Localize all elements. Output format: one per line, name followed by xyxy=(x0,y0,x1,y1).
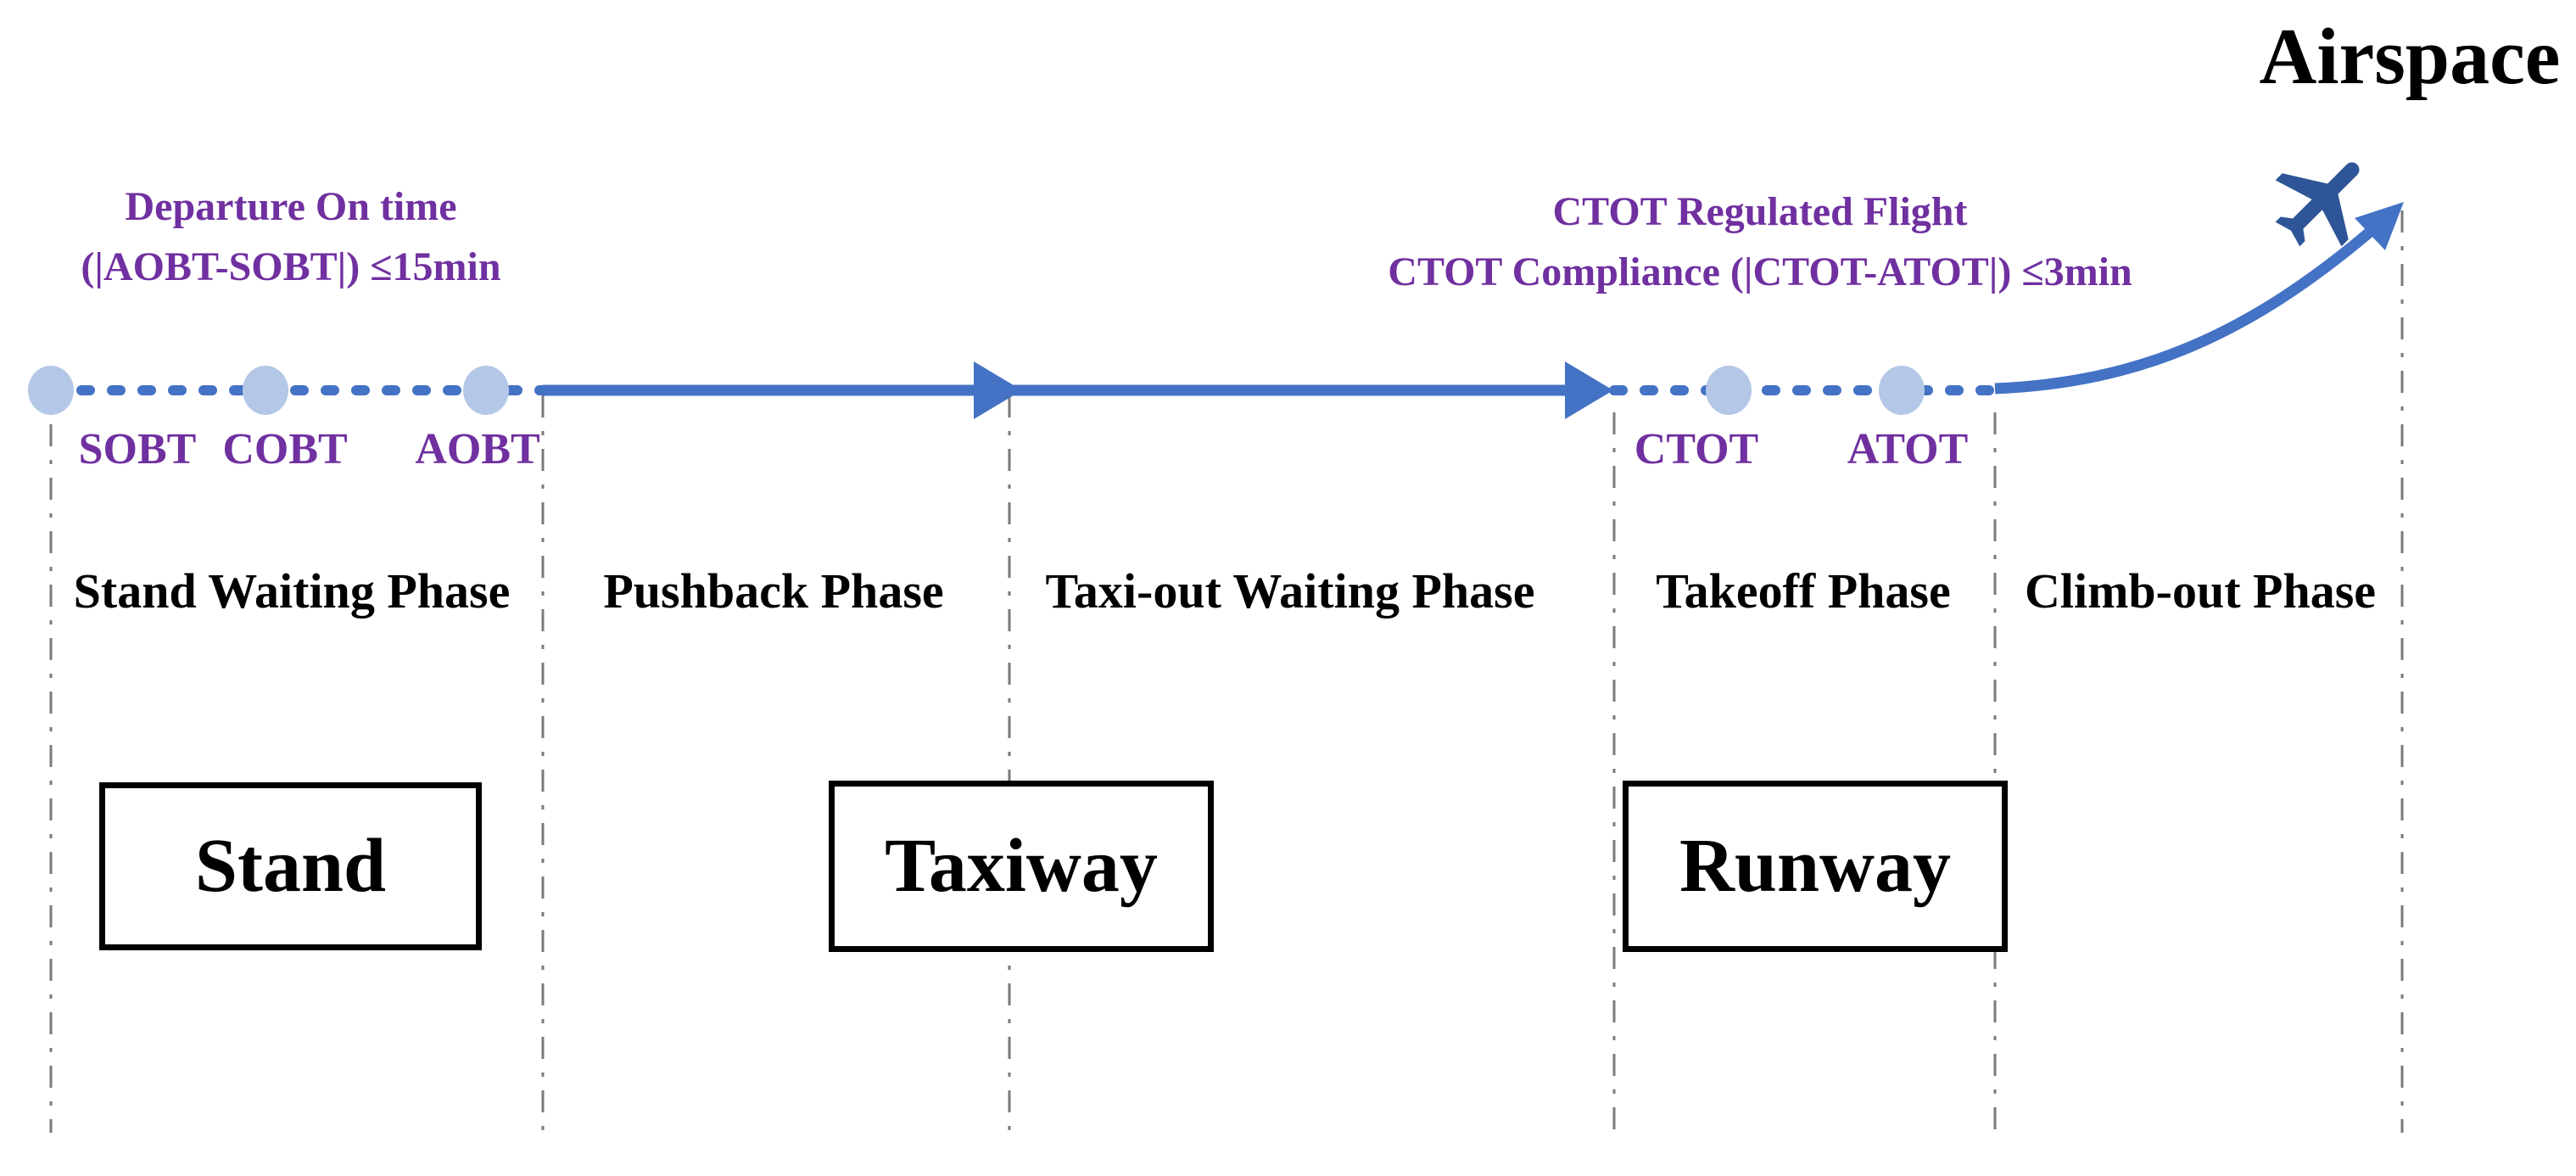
milestone-dot-ctot xyxy=(1706,366,1752,415)
stand-box-label: Stand xyxy=(194,824,387,908)
taxiway-box: Taxiway xyxy=(829,781,1214,952)
milestone-dot-sobt xyxy=(28,366,74,415)
phase-label-stand-waiting: Stand Waiting Phase xyxy=(73,563,511,619)
arrowhead-pushback-icon xyxy=(974,361,1022,419)
departure-ontime-line2: (|AOBT-SOBT|) ≤15min xyxy=(81,244,501,290)
milestone-dots xyxy=(28,366,1925,415)
arrowhead-taxiout-icon xyxy=(1565,361,1613,419)
milestone-label-atot: ATOT xyxy=(1847,425,1969,473)
phase-label-takeoff: Takeoff Phase xyxy=(1656,563,1951,619)
milestone-label-cobt: COBT xyxy=(222,425,348,473)
airplane-icon xyxy=(2275,162,2360,247)
phase-label-pushback: Pushback Phase xyxy=(603,563,944,619)
milestone-dot-cobt xyxy=(243,366,288,415)
milestone-label-aobt: AOBT xyxy=(415,425,540,473)
milestone-dot-atot xyxy=(1879,366,1925,415)
taxiway-box-label: Taxiway xyxy=(885,824,1158,908)
stand-box: Stand xyxy=(99,782,482,950)
runway-box-label: Runway xyxy=(1679,824,1952,908)
ctot-compliance-line2: CTOT Compliance (|CTOT-ATOT|) ≤3min xyxy=(1388,249,2132,295)
phase-label-climbout: Climb-out Phase xyxy=(2024,563,2377,619)
ctot-compliance-line1: CTOT Regulated Flight xyxy=(1552,189,1968,234)
phase-label-taxiout-waiting: Taxi-out Waiting Phase xyxy=(1045,563,1535,619)
milestone-label-ctot: CTOT xyxy=(1634,425,1759,473)
ctot-compliance-annotation: CTOT Regulated Flight CTOT Compliance (|… xyxy=(1289,182,2231,302)
departure-ontime-line1: Departure On time xyxy=(125,184,457,229)
phase-divider-lines xyxy=(49,210,2404,1133)
climbout-curve xyxy=(1994,225,2378,395)
airspace-title: Airspace xyxy=(2259,13,2561,101)
milestone-dot-aobt xyxy=(463,366,509,415)
departure-ontime-annotation: Departure On time (|AOBT-SOBT|) ≤15min xyxy=(24,176,558,297)
runway-box: Runway xyxy=(1623,781,2008,952)
arrowhead-climbout-icon xyxy=(2355,202,2404,250)
milestone-label-sobt: SOBT xyxy=(78,425,197,473)
